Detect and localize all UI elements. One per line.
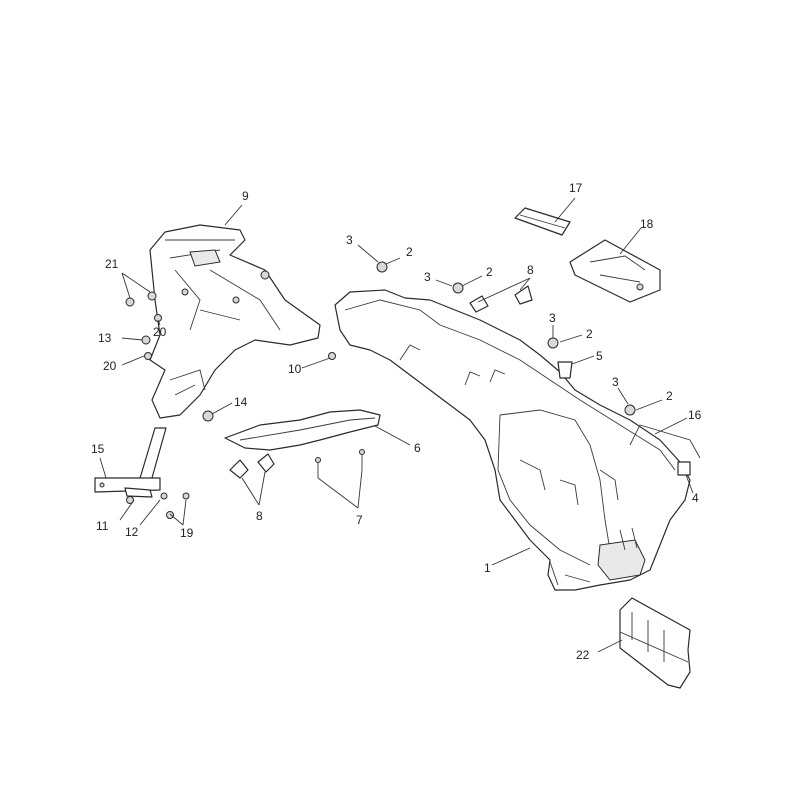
part-17-strap xyxy=(514,207,571,236)
callout-9: 9 xyxy=(242,189,249,203)
callout-4: 4 xyxy=(692,491,699,505)
part-22-protector xyxy=(619,597,691,689)
callout-16: 16 xyxy=(688,408,702,422)
part-9-bracket xyxy=(149,224,321,419)
part-15-plate-bracket xyxy=(94,427,167,498)
callout-2: 2 xyxy=(486,265,493,279)
callout-3: 3 xyxy=(346,233,353,247)
callout-17: 17 xyxy=(569,181,583,195)
part-16-rod xyxy=(629,424,701,459)
callout-labels: 1 2 2 2 2 3 3 3 3 4 5 6 7 8 8 9 10 11 12… xyxy=(91,181,702,662)
callout-8: 8 xyxy=(527,263,534,277)
callout-3: 3 xyxy=(549,311,556,325)
callout-20: 20 xyxy=(153,325,167,339)
part-18-tray xyxy=(569,239,661,303)
callout-11: 11 xyxy=(96,519,109,533)
callout-15: 15 xyxy=(91,442,105,456)
callout-14: 14 xyxy=(234,395,248,409)
leader-lines xyxy=(99,197,694,653)
callout-18: 18 xyxy=(640,217,654,231)
callout-3: 3 xyxy=(612,375,619,389)
callout-2: 2 xyxy=(586,327,593,341)
callout-2: 2 xyxy=(666,389,673,403)
callout-3: 3 xyxy=(424,270,431,284)
part-1-undertray xyxy=(334,289,691,591)
callout-19: 19 xyxy=(180,526,194,540)
callout-2: 2 xyxy=(406,245,413,259)
callout-13: 13 xyxy=(98,331,112,345)
callout-8: 8 xyxy=(256,509,263,523)
hardware xyxy=(125,261,691,519)
callout-5: 5 xyxy=(596,349,603,363)
callout-22: 22 xyxy=(576,648,590,662)
callout-1: 1 xyxy=(484,561,491,575)
callout-6: 6 xyxy=(414,441,421,455)
callout-10: 10 xyxy=(288,362,302,376)
callout-12: 12 xyxy=(125,525,139,539)
callout-20: 20 xyxy=(103,359,117,373)
callout-7: 7 xyxy=(356,513,363,527)
callout-21: 21 xyxy=(105,257,119,271)
part-6-splash-plate xyxy=(224,409,381,451)
